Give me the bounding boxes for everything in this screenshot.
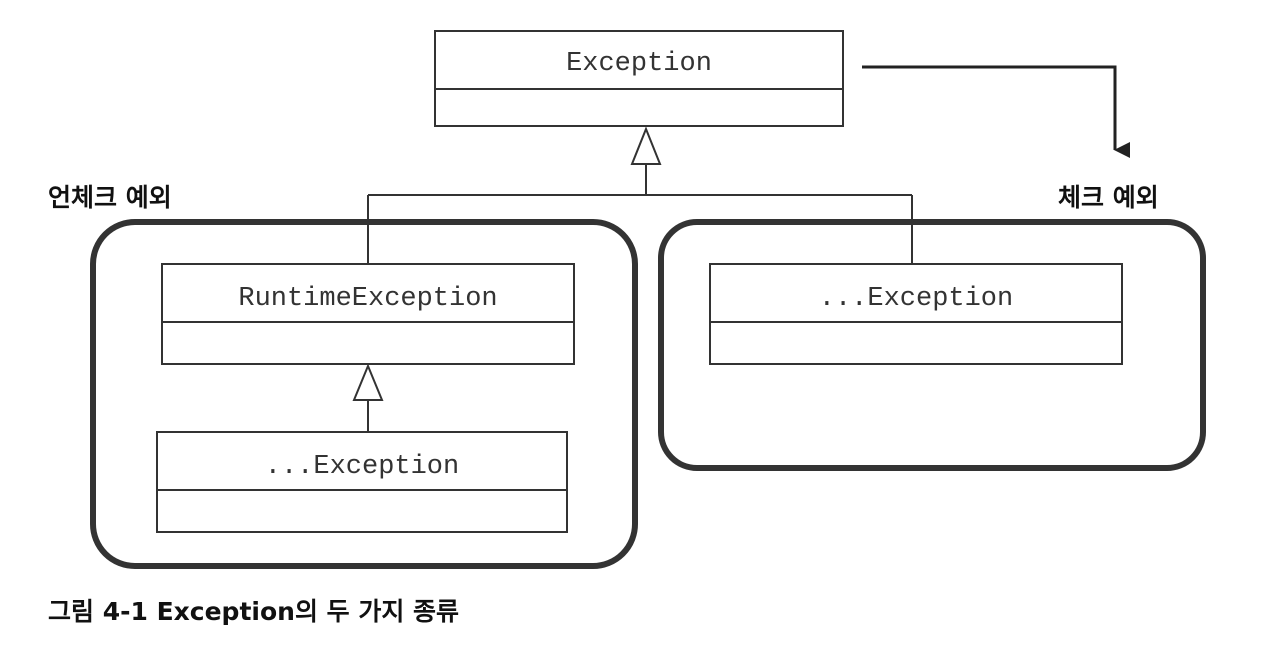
inheritance-arrowhead xyxy=(630,126,662,165)
unchecked-sub-exception-class-name: ...Exception xyxy=(265,452,459,482)
inheritance-connector-exception xyxy=(367,126,913,264)
figure-caption: 그림 4-1 Exception의 두 가지 종류 xyxy=(48,597,459,626)
checked-sub-exception-class-box: ...Exception xyxy=(709,263,1123,365)
checked-group-box xyxy=(658,219,1206,471)
inheritance-arrowhead xyxy=(352,363,384,401)
checked-sub-exception-class-name: ...Exception xyxy=(819,284,1013,314)
checked-pointer-arrow xyxy=(862,65,1130,158)
runtime-exception-class-name: RuntimeException xyxy=(238,284,497,314)
unchecked-group-label: 언체크 예외 xyxy=(48,183,172,212)
checked-group-label: 체크 예외 xyxy=(1058,183,1159,212)
inheritance-connector-runtime xyxy=(352,363,384,432)
exception-class-name: Exception xyxy=(566,49,712,79)
runtime-exception-class-box: RuntimeException xyxy=(161,263,575,365)
exception-class-box: Exception xyxy=(434,30,844,127)
unchecked-group-box xyxy=(90,219,638,569)
unchecked-sub-exception-class-box: ...Exception xyxy=(156,431,568,533)
